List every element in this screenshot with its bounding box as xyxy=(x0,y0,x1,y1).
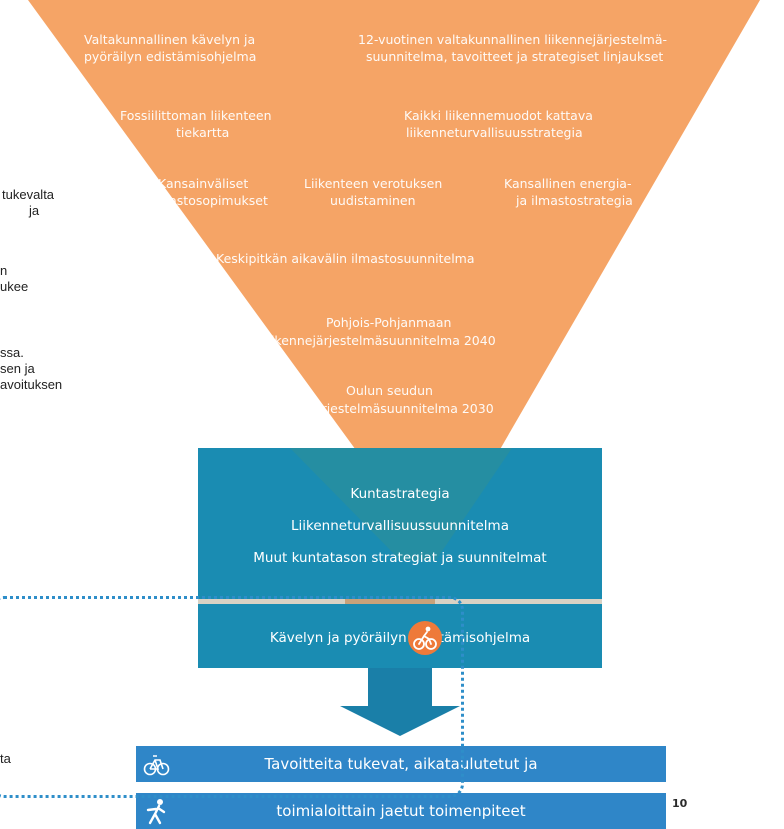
side-text-line: avoituksen xyxy=(0,377,63,392)
page-number: 10 xyxy=(672,797,688,810)
down-arrow xyxy=(340,668,460,736)
side-text-line: sen ja xyxy=(0,361,35,376)
measures-text-top: Tavoitteita tukevat, aikataulutetut ja xyxy=(264,755,538,773)
funnel-item: Pohjois-Pohjanmaan xyxy=(326,315,452,330)
funnel-item: Fossiilittoman liikenteen xyxy=(120,108,272,123)
cyclist-icon xyxy=(408,621,442,655)
funnel-item: 12-vuotinen valtakunnallinen liikennejär… xyxy=(358,32,668,47)
info-box-text: ta xyxy=(0,751,11,766)
traffic-safety-plan: Liikenneturvallisuussuunnitelma xyxy=(291,518,509,534)
funnel-item: Valtakunnallinen kävelyn ja xyxy=(84,32,256,47)
funnel-item: liikennejärjestelmäsuunnitelma 2040 xyxy=(264,333,496,348)
funnel-item: Oulun seudun xyxy=(346,383,433,398)
info-box xyxy=(0,596,464,798)
funnel-item: suunnitelma, tavoitteet ja strategiset l… xyxy=(366,49,664,64)
measures-text-bottom: toimialoittain jaetut toimenpiteet xyxy=(276,802,526,820)
funnel-item: Kaikki liikennemuodot kattava xyxy=(404,108,593,123)
program-box xyxy=(198,604,602,668)
bicycle-icon xyxy=(143,755,170,776)
funnel-item: Kansallinen energia- xyxy=(504,176,632,191)
funnel-overlap xyxy=(290,448,512,560)
pedestrian-icon xyxy=(146,799,166,825)
funnel-item: Kansainväliset xyxy=(158,176,249,191)
funnel-triangle xyxy=(28,0,760,560)
walking-cycling-program: Kävelyn ja pyöräilyn edistämisohjelma xyxy=(269,630,531,646)
measures-bar-bottom: toimialoittain jaetut toimenpiteet xyxy=(136,793,666,829)
funnel-item: ja ilmastostrategia xyxy=(516,193,633,208)
side-text-line: ja xyxy=(29,203,40,218)
funnel-item: liikennejärjestelmäsuunnitelma 2030 xyxy=(262,401,494,416)
divider-accent xyxy=(345,599,435,604)
side-text-line: ssa. xyxy=(0,345,24,360)
funnel-item: pyöräilyn edistämisohjelma xyxy=(84,49,257,64)
funnel-item: Keskipitkän aikavälin ilmastosuunnitelma xyxy=(216,251,475,266)
funnel-item: tiekartta xyxy=(176,125,230,140)
funnel-item: Liikenteen verotuksen xyxy=(304,176,443,191)
side-text-line: tukevalta xyxy=(2,187,55,202)
funnel-item: uudistaminen xyxy=(330,193,416,208)
other-municipal-plans: Muut kuntatason strategiat ja suunnitelm… xyxy=(253,550,547,566)
funnel-item: liikenneturvallisuusstrategia xyxy=(406,125,583,140)
funnel-item: ilmastosopimukset xyxy=(150,193,268,208)
side-text-line: n xyxy=(0,263,8,278)
municipal-strategy: Kuntastrategia xyxy=(350,486,450,502)
measures-bar-top: Tavoitteita tukevat, aikataulutetut ja xyxy=(136,746,666,782)
side-text-line: ukee xyxy=(0,279,29,294)
